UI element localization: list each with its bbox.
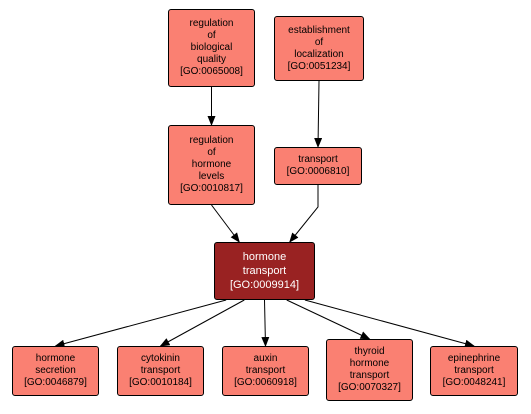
go-id: [GO:0046879] (24, 377, 87, 388)
term-line: transport (140, 365, 181, 376)
term-line: levels (198, 171, 225, 182)
edge-transport-to-hormone-transport (289, 185, 319, 243)
term-line: thyroid (354, 346, 385, 357)
go-id: [GO:0065008] (180, 66, 243, 77)
edge-localization-to-transport (314, 80, 323, 148)
edge-hormone-transport-to-cytokinin-transport (159, 299, 245, 347)
node-thyroid-hormone-transport[interactable]: thyroid hormone transport [GO:0070327] (326, 339, 413, 401)
go-id: [GO:0006810] (286, 166, 350, 177)
term-line: auxin (253, 353, 278, 364)
term-line: hormone (35, 353, 76, 364)
edge-hormone-transport-to-epinephrine-transport (304, 299, 475, 348)
term-line: hormone (191, 159, 232, 170)
term-line: establishment (288, 24, 350, 36)
term-line: hormone (349, 358, 390, 369)
go-id: [GO:0060918] (234, 377, 297, 388)
node-hormone-transport[interactable]: hormone transport [GO:0009914] (214, 242, 315, 300)
go-id: [GO:0010184] (129, 377, 192, 388)
term-line: epinephrine (447, 353, 501, 364)
term-line: transport (349, 370, 390, 381)
term-line: of (314, 36, 324, 48)
term-line: transport (454, 365, 494, 376)
term-line: regulation (189, 18, 234, 29)
term-line: transport (245, 365, 286, 376)
go-id: [GO:0009914] (229, 279, 300, 291)
term-line: cytokinin (141, 353, 180, 364)
term-line: transport (298, 154, 338, 165)
edge-hormone-transport-to-thyroid-hormone-transport (286, 299, 371, 340)
term-line: hormone (242, 251, 287, 263)
term-line: transport (242, 265, 287, 277)
edge-hormone-levels-to-hormone-transport (211, 204, 240, 243)
term-line: biological (190, 42, 233, 53)
node-cytokinin-transport[interactable]: cytokinin transport [GO:0010184] (117, 346, 204, 396)
node-hormone-secretion[interactable]: hormone secretion [GO:0046879] (12, 346, 99, 396)
term-line: regulation (189, 135, 234, 146)
go-id: [GO:0048241] (442, 377, 506, 388)
term-line: secretion (35, 365, 76, 376)
go-id: [GO:0070327] (338, 382, 401, 393)
go-id: [GO:0051234] (287, 60, 351, 72)
edge-hormone-transport-to-hormone-secretion (54, 299, 227, 348)
term-line: of (207, 147, 216, 158)
node-epinephrine-transport[interactable]: epinephrine transport [GO:0048241] (430, 346, 518, 396)
node-regulation-of-hormone-levels[interactable]: regulation of hormone levels [GO:0010817… (168, 125, 255, 205)
go-id: [GO:0010817] (180, 183, 243, 194)
node-establishment-of-localization[interactable]: establishment of localization [GO:005123… (274, 16, 364, 81)
term-line: quality (197, 54, 226, 65)
node-regulation-of-biological-quality[interactable]: regulation of biological quality [GO:006… (168, 9, 255, 87)
node-auxin-transport[interactable]: auxin transport [GO:0060918] (222, 346, 309, 396)
edge-hormone-transport-to-auxin-transport (261, 299, 270, 347)
node-transport[interactable]: transport [GO:0006810] (274, 147, 362, 185)
term-line: of (207, 30, 216, 41)
term-line: localization (294, 48, 344, 60)
